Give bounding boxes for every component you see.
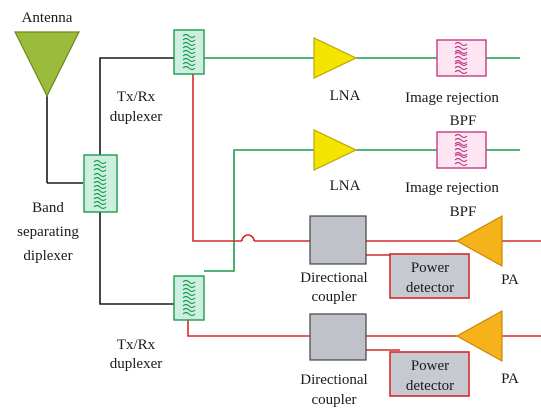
pa-top-label: PA <box>501 272 519 288</box>
detector-top-label-line2: detector <box>406 280 454 296</box>
bpf-top-label-line2: BPF <box>450 113 477 129</box>
detector-bottom-label-line2: detector <box>406 378 454 394</box>
pa-bottom-label: PA <box>501 371 519 387</box>
image-rejection-bpf-bottom: Image rejection BPF <box>405 131 499 220</box>
diplexer-label-line1: Band <box>32 200 64 216</box>
bpf-top-label-line1: Image rejection <box>405 90 499 106</box>
bpf-bottom-label-line1: Image rejection <box>405 180 499 196</box>
pa-top: PA <box>455 214 519 288</box>
detector-bottom-label-line1: Power <box>411 358 449 374</box>
pa-bottom: PA <box>455 309 519 387</box>
directional-coupler-top: Directional coupler <box>300 215 368 305</box>
coupler-top-label-line2: coupler <box>312 289 357 305</box>
txrx-duplexer-top: Tx/Rx duplexer <box>110 29 205 125</box>
txrx-duplexer-bottom-label-line1: Tx/Rx <box>117 337 156 353</box>
transmit-path-wires <box>187 72 541 351</box>
power-detector-top: Power detector <box>389 253 470 299</box>
txrx-duplexer-bottom-label-line2: duplexer <box>110 356 162 372</box>
antenna-icon: Antenna <box>14 10 80 98</box>
txrx-duplexer-top-label-line2: duplexer <box>110 109 162 125</box>
receive-path-wires <box>204 57 520 272</box>
lna-bottom-label: LNA <box>330 178 361 194</box>
lna-top-label: LNA <box>330 88 361 104</box>
txrx-duplexer-top-label-line1: Tx/Rx <box>117 89 156 105</box>
detector-top-label-line1: Power <box>411 260 449 276</box>
lna-top: LNA <box>313 37 361 104</box>
bpf-bottom-label-line2: BPF <box>450 204 477 220</box>
band-separating-diplexer: Band separating diplexer <box>17 154 118 264</box>
coupler-bottom-label-line2: coupler <box>312 392 357 408</box>
power-detector-bottom: Power detector <box>389 351 470 397</box>
directional-coupler-bottom: Directional coupler <box>300 313 368 408</box>
txrx-duplexer-bottom: Tx/Rx duplexer <box>110 275 205 372</box>
coupler-top-label-line1: Directional <box>300 270 367 286</box>
diplexer-label-line3: diplexer <box>23 248 72 264</box>
image-rejection-bpf-top: Image rejection BPF <box>405 39 499 129</box>
lna-bottom: LNA <box>313 129 361 194</box>
antenna-feed-wires <box>46 57 174 305</box>
diplexer-label-line2: separating <box>17 224 79 240</box>
coupler-bottom-label-line1: Directional <box>300 372 367 388</box>
antenna-label: Antenna <box>22 10 73 26</box>
